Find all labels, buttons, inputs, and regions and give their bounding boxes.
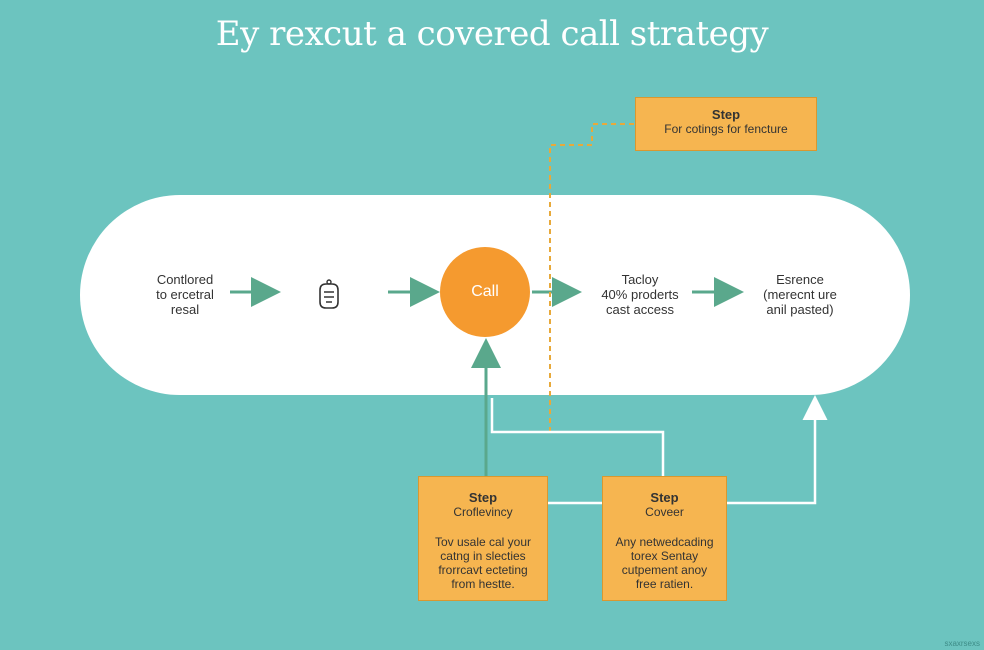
step-right-title: Step [650,490,679,505]
node-5-line-3: anil pasted) [766,302,834,317]
call-node: Call [440,247,530,337]
watermark: sxaxrsexs [944,639,980,648]
node-1-text: Contlored to ercetral resal [140,272,230,317]
step-left-desc-line: frorrcavt ecteting [438,563,528,577]
node-5-line-2: (merecnt ure [763,287,837,302]
page-title: Ey rexcut a covered call strategy [215,14,769,54]
step-left-desc-line: catng in slecties [440,549,526,563]
white-connector-3 [727,395,828,505]
node-5-text: Esrence (merecnt ure anil pasted) [748,272,852,317]
node-1-line-3: resal [170,302,200,317]
step-right-description: Any netwedcading torex Sentay cutpement … [603,535,726,591]
step-left-subtitle: Croflevincy [453,505,513,519]
step-box-right: Step Coveer Any netwedcading torex Senta… [602,476,727,601]
step-right-subtitle: Coveer [645,505,684,519]
step-left-desc-line: from hestte. [451,577,515,591]
step-right-desc-line: free ratien. [635,577,694,591]
step-top-subtitle: For cotings for fencture [664,122,788,136]
node-4-line-1: Tacloy [621,272,659,287]
dashed-connector [549,123,635,432]
node-5-line-1: Esrence [776,272,824,287]
step-box-left: Step Croflevincy Tov usale cal your catn… [418,476,548,601]
step-right-desc-line: Any netwedcading [615,535,714,549]
tool-icon [312,278,346,312]
node-1-line-1: Contlored [156,272,214,287]
step-top-title: Step [711,107,741,122]
node-1-line-2: to ercetral [156,287,214,302]
step-right-desc-line: cutpement anoy [621,563,708,577]
step-box-top: Step For cotings for fencture [635,97,817,151]
step-left-desc-line: Tov usale cal your [434,535,532,549]
step-left-title: Step [468,490,498,505]
node-4-text: Tacloy 40% proderts cast access [590,272,690,317]
step-right-desc-line: torex Sentay [630,549,699,563]
node-4-line-3: cast access [606,302,674,317]
call-label: Call [471,283,499,300]
white-connector-1 [490,398,665,476]
step-left-description: Tov usale cal your catng in slecties fro… [419,535,547,591]
node-4-line-2: 40% proderts [601,287,679,302]
